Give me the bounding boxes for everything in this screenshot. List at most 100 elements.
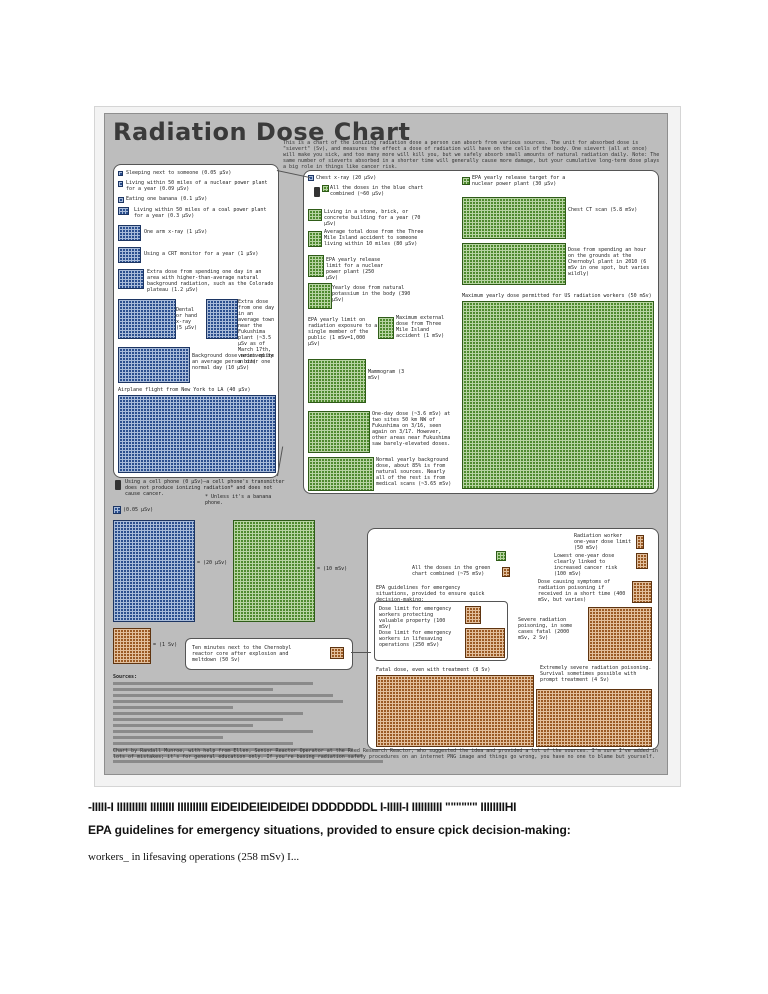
green-item: One-day dose (~3.6 mSv) at two sites 50 … — [372, 411, 451, 447]
blue-item: One arm x-ray (1 µSv) — [144, 229, 208, 235]
brown-item: Extremely severe radiation poisoning. Su… — [540, 665, 652, 683]
source-line — [113, 754, 363, 757]
brown-item: Radiation worker one-year dose limit (50… — [574, 533, 632, 551]
blue-item: Using a CRT monitor for a year (1 µSv) — [144, 251, 259, 257]
green-panel: Chest x-ray (20 µSv) All the doses in th… — [303, 170, 659, 494]
chart-credits: Chart by Randall Munroe, with help from … — [113, 748, 658, 760]
green-mark — [496, 551, 506, 561]
blue-item: Airplane flight from New York to LA (40 … — [118, 387, 251, 393]
blue-grid — [118, 299, 176, 339]
source-line — [113, 700, 343, 703]
source-line — [113, 730, 313, 733]
cell-phone-icon — [314, 187, 320, 197]
ocr-heading: EPA guidelines for emergency situations,… — [88, 823, 571, 837]
source-line — [113, 682, 313, 685]
source-line — [113, 742, 293, 745]
legend-blue-swatch — [113, 506, 121, 514]
blue-grid — [118, 269, 144, 289]
green-grid — [308, 209, 322, 221]
legend-brown-grid — [113, 628, 151, 664]
brown-mark — [636, 553, 648, 569]
brown-item: Fatal dose, even with treatment (8 Sv) — [376, 667, 491, 673]
source-line — [113, 694, 333, 697]
brown-item: Lowest one-year dose clearly linked to i… — [554, 553, 618, 577]
radiation-dose-chart: Radiation Dose Chart This is a chart of … — [104, 113, 668, 775]
blue-panel: Sleeping next to someone (0.05 µSv) Livi… — [113, 164, 279, 478]
green-grid — [462, 197, 566, 239]
green-mark — [322, 185, 329, 192]
ocr-garbled-line: -IIIII-I IIIIIIIIII IIIIIIII IIIIIIIIII … — [88, 800, 517, 814]
source-line — [113, 712, 303, 715]
source-line — [113, 706, 233, 709]
blue-item: Extra dose from spending one day in an a… — [147, 269, 274, 293]
green-item: Normal yearly background dose, about 85%… — [376, 457, 452, 487]
blue-item: Living within 50 miles of a coal power p… — [134, 207, 267, 219]
green-item: Dose from spending an hour on the ground… — [568, 247, 650, 277]
green-item: All the doses in the blue chart combined… — [330, 185, 424, 197]
sources-label: Sources: — [113, 674, 138, 680]
epa-emergency-box: Dose limit for emergency workers protect… — [374, 601, 508, 661]
legend-blue-label: (0.05 µSv) — [123, 507, 154, 513]
green-grid — [308, 457, 374, 491]
green-item: Maximum yearly dose permitted for US rad… — [462, 293, 652, 299]
blue-mark — [308, 175, 314, 181]
legend-green-grid — [233, 520, 315, 622]
source-line — [113, 736, 223, 739]
blue-grid — [206, 299, 238, 339]
blue-item: Extra dose from one day in an average to… — [238, 299, 275, 365]
blue-grid — [118, 347, 190, 383]
chart-intro: This is a chart of the ionizing radiatio… — [283, 140, 660, 170]
legend-green-equals: = (10 mSv) — [317, 566, 348, 572]
brown-grid — [465, 628, 505, 658]
green-item: Living in a stone, brick, or concrete bu… — [324, 209, 421, 227]
blue-mark — [118, 171, 123, 176]
cell-phone-icon — [115, 480, 121, 490]
blue-item: Dental or hand x-ray (5 µSv) — [176, 307, 198, 331]
brown-mark — [465, 606, 481, 624]
source-line — [113, 724, 253, 727]
brown-grid — [536, 689, 652, 747]
green-item: EPA yearly release limit for a nuclear p… — [326, 257, 384, 281]
green-grid — [378, 317, 394, 339]
blue-mark — [118, 181, 123, 187]
blue-grid — [118, 395, 276, 473]
source-line — [113, 748, 353, 751]
blue-grid — [118, 225, 141, 241]
blue-mark — [118, 197, 124, 203]
brown-panel: Radiation worker one-year dose limit (50… — [367, 528, 659, 750]
green-item: EPA yearly limit on radiation exposure t… — [308, 317, 378, 347]
brown-mark — [632, 581, 652, 603]
green-grid — [462, 243, 566, 285]
green-item: Average total dose from the Three Mile I… — [324, 229, 424, 247]
blue-item: Background dose received by an average p… — [192, 353, 274, 371]
brown-grid — [588, 607, 652, 661]
green-grid — [462, 301, 654, 489]
chart-title: Radiation Dose Chart — [113, 118, 411, 146]
green-grid — [308, 283, 332, 309]
brown-mark — [502, 567, 510, 577]
cell-phone-note: Using a cell phone (0 µSv)—a cell phone'… — [125, 479, 285, 497]
brown-grid — [376, 675, 534, 747]
blue-item: Sleeping next to someone (0.05 µSv) — [126, 170, 232, 176]
source-line — [113, 760, 383, 763]
green-mark — [462, 177, 470, 185]
green-item: Yearly dose from natural potassium in th… — [332, 285, 411, 303]
source-line — [113, 688, 273, 691]
chernobyl-label: Ten minutes next to the Chernobyl reacto… — [192, 645, 292, 663]
ocr-snippet: workers_ in lifesaving operations (258 m… — [88, 851, 300, 863]
brown-item: Dose causing symptoms of radiation poiso… — [538, 579, 626, 603]
green-item: Chest CT scan (5.8 mSv) — [568, 207, 638, 213]
green-grid — [308, 411, 370, 453]
brown-item: EPA guidelines for emergency situations,… — [376, 585, 485, 603]
green-item: EPA yearly release target for a nuclear … — [472, 175, 566, 187]
banana-footnote: * Unless it's a banana phone. — [205, 494, 272, 506]
green-item: Chest x-ray (20 µSv) — [316, 175, 377, 181]
legend-blue-grid — [113, 520, 195, 622]
blue-item: Eating one banana (0.1 µSv) — [126, 196, 208, 202]
brown-mark — [330, 647, 344, 659]
blue-item: Living within 50 miles of a nuclear powe… — [126, 180, 268, 192]
connector-line — [351, 652, 371, 653]
source-line — [113, 718, 283, 721]
brown-item: Dose limit for emergency workers in life… — [379, 630, 452, 648]
brown-mark — [636, 535, 644, 549]
